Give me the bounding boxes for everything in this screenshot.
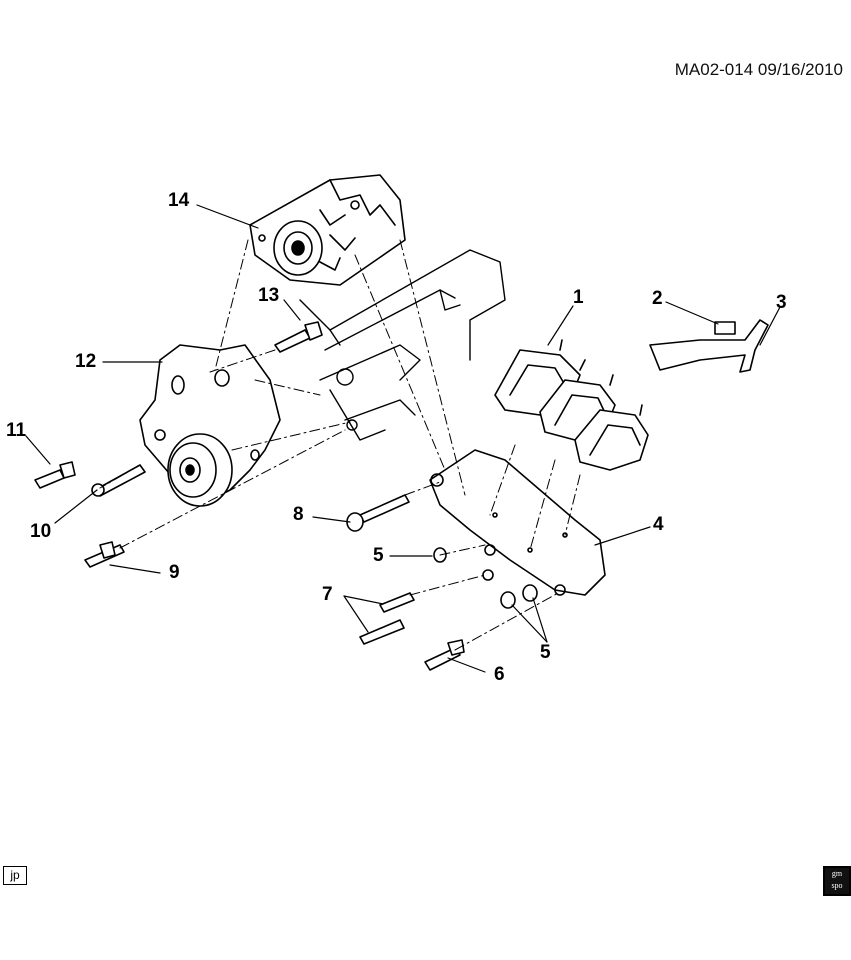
callout-5-lower: 5 bbox=[540, 642, 551, 663]
callout-4: 4 bbox=[653, 514, 664, 535]
jp-badge: jp bbox=[3, 866, 27, 885]
callout-9: 9 bbox=[169, 562, 180, 583]
assembly-lines bbox=[99, 239, 581, 651]
callout-11: 11 bbox=[6, 420, 27, 441]
bolt-6 bbox=[424, 639, 465, 671]
callout-14: 14 bbox=[168, 190, 190, 211]
bolt-13 bbox=[274, 321, 323, 353]
gm-logo-text: gm bbox=[831, 869, 843, 878]
stud-bolt-2 bbox=[714, 321, 736, 335]
diagram-code: MA02-014 bbox=[674, 60, 754, 79]
engine-block-outline bbox=[299, 249, 506, 441]
diagram-date: 09/16/2010 bbox=[757, 60, 843, 79]
gm-spo-logo: gm spo bbox=[823, 866, 851, 896]
nuts-5-lower bbox=[500, 584, 538, 609]
callout-7: 7 bbox=[322, 584, 333, 605]
bolt-8 bbox=[346, 494, 410, 532]
bolt-10 bbox=[91, 464, 146, 497]
callout-12: 12 bbox=[75, 351, 97, 372]
bolts-7 bbox=[359, 592, 415, 645]
engine-support-bracket bbox=[429, 449, 606, 596]
callout-13: 13 bbox=[258, 285, 280, 306]
leader-lines bbox=[25, 204, 781, 673]
bolt-11 bbox=[34, 461, 76, 489]
callout-2: 2 bbox=[652, 288, 663, 309]
callout-3: 3 bbox=[776, 292, 787, 313]
callout-10: 10 bbox=[30, 521, 52, 542]
diagram-header: MA02-014 09/16/2010 bbox=[675, 60, 843, 80]
callout-1: 1 bbox=[573, 287, 584, 308]
callout-8: 8 bbox=[293, 504, 304, 525]
callout-6: 6 bbox=[494, 664, 505, 685]
spo-logo-text: spo bbox=[831, 881, 843, 890]
callout-5-upper: 5 bbox=[373, 545, 384, 566]
engine-mounts bbox=[494, 339, 649, 471]
strap-bracket bbox=[649, 319, 769, 373]
bolt-9 bbox=[84, 541, 125, 568]
idler-pulley bbox=[167, 433, 233, 507]
alternator bbox=[249, 174, 406, 286]
